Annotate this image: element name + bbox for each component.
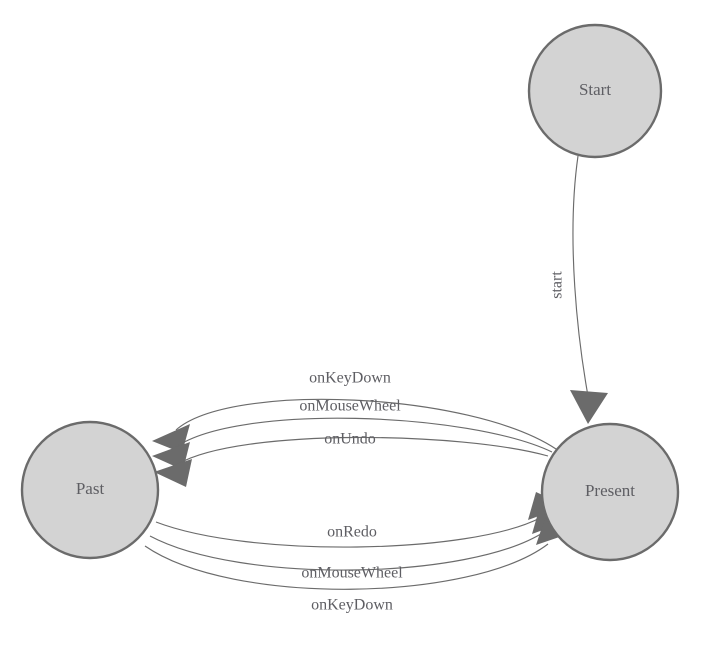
- edge-past-to-present-onmousewheel[interactable]: onMouseWheel: [149, 506, 570, 582]
- node-start[interactable]: Start: [527, 23, 663, 159]
- edge-present-to-past-onundo-label: onUndo: [324, 431, 376, 448]
- edge-past-to-present-onredo-label: onRedo: [327, 524, 377, 541]
- edge-start-to-present-path: [572, 155, 589, 397]
- edge-past-to-present-onredo-path: [155, 517, 541, 548]
- edge-present-to-past-onundo[interactable]: onUndo: [154, 431, 549, 487]
- edge-start-to-present[interactable]: start: [549, 155, 608, 424]
- edge-start-to-present-arrowhead: [570, 390, 608, 424]
- edge-present-to-past-onkeydown-label: onKeyDown: [309, 370, 391, 387]
- edge-past-to-present-onmousewheel-path: [149, 531, 545, 571]
- node-past-circle: [20, 420, 160, 560]
- edge-past-to-present-onredo[interactable]: onRedo: [155, 492, 566, 548]
- edge-present-to-past-onundo-path: [177, 436, 549, 465]
- edge-past-to-present-onkeydown-label: onKeyDown: [311, 597, 393, 614]
- edge-present-to-past-onmousewheel-label: onMouseWheel: [299, 398, 401, 415]
- node-start-label: Start: [579, 80, 611, 99]
- edge-start-to-present-label: start: [549, 271, 566, 299]
- node-present-circle: [540, 422, 680, 562]
- node-start-circle: [527, 23, 663, 159]
- edge-present-to-past-onmousewheel-path: [175, 417, 553, 453]
- node-present-label: Present: [585, 481, 635, 500]
- node-past-label: Past: [76, 479, 105, 498]
- edge-past-to-present-onkeydown-path: [144, 543, 549, 590]
- node-past[interactable]: Past: [20, 420, 160, 560]
- node-present[interactable]: Present: [540, 422, 680, 562]
- edge-past-to-present-onmousewheel-label: onMouseWheel: [301, 565, 403, 582]
- edge-present-to-past-onundo-arrowhead: [154, 459, 192, 487]
- edge-present-to-past-onkeydown-path: [175, 398, 557, 450]
